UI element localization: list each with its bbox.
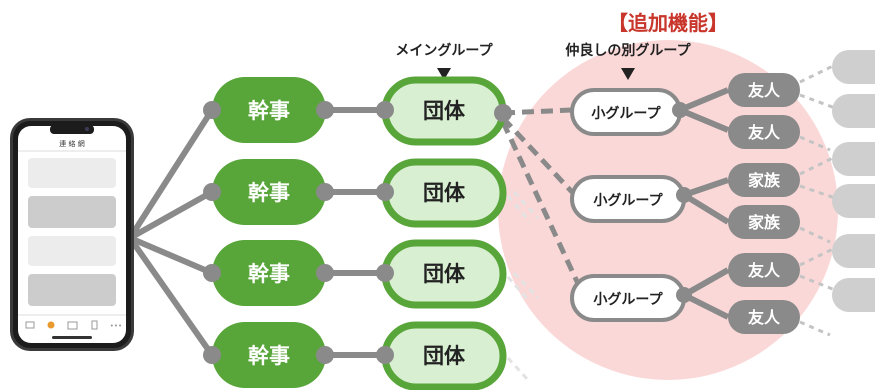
home-indicator [52, 336, 92, 339]
outer-connectors [799, 63, 836, 337]
member-label: 家族 [748, 213, 781, 232]
subgroup-label: 小グループ [591, 105, 661, 122]
leader-label: 幹事 [248, 344, 290, 368]
member-label: 家族 [748, 171, 781, 190]
subgroup-label: 小グループ [593, 291, 663, 308]
group-node: 団体 [376, 76, 512, 146]
feature-tag: 【追加機能】 [608, 11, 728, 35]
group-node: 団体 [376, 321, 507, 390]
phone-notch [50, 125, 94, 134]
message-bubble [28, 196, 116, 228]
friend-group-pointer [621, 68, 635, 80]
faded-stubs [506, 190, 540, 382]
group-label: 団体 [423, 99, 466, 123]
member-node: 友人 [728, 300, 800, 334]
member-node: 友人 [728, 253, 800, 287]
phone-title: 連 絡 網 [59, 139, 84, 148]
subgroup-node: 小グループ [570, 274, 692, 322]
leader-node: 幹事 [203, 159, 334, 225]
member-node: 家族 [728, 205, 800, 239]
group-label: 団体 [423, 181, 466, 205]
main-group-pointer [437, 68, 451, 80]
subgroup-node: 小グループ [570, 175, 692, 223]
calendar-icon[interactable] [67, 321, 78, 330]
chat-icon[interactable] [47, 321, 55, 329]
subgroup-connectors [500, 107, 583, 290]
message-bubble [28, 158, 116, 188]
more-icon[interactable]: ••• [110, 322, 122, 330]
group-label: 団体 [423, 262, 466, 286]
leader-node: 幹事 [203, 240, 334, 306]
group-node: 団体 [376, 158, 507, 228]
phone-connectors [127, 108, 215, 357]
member-label: 友人 [748, 123, 781, 142]
leader-node: 幹事 [203, 77, 334, 143]
leader-label: 幹事 [248, 181, 290, 205]
member-node: 友人 [728, 115, 800, 149]
member-node: 家族 [728, 163, 800, 197]
outer-stubs [832, 50, 875, 312]
member-label: 友人 [748, 308, 781, 327]
message-bubble [28, 274, 116, 306]
leader-group-connectors [325, 107, 385, 358]
leader-label: 幹事 [248, 262, 290, 286]
main-group-label: メイングループ [395, 42, 493, 59]
group-label: 団体 [423, 344, 466, 368]
message-bubble [28, 236, 116, 266]
leader-node: 幹事 [203, 322, 334, 388]
phone-camera [85, 127, 89, 131]
member-label: 友人 [748, 261, 781, 280]
document-icon[interactable] [91, 320, 98, 330]
member-label: 友人 [748, 81, 781, 100]
friend-group-label: 仲良しの別グループ [565, 42, 691, 59]
member-node: 友人 [728, 73, 800, 107]
leader-label: 幹事 [248, 99, 290, 123]
smartphone: 連 絡 網 ••• [10, 118, 134, 351]
group-node: 団体 [376, 239, 507, 309]
subgroup-node: 小グループ [570, 88, 688, 136]
subgroup-label: 小グループ [593, 192, 663, 209]
mail-icon[interactable] [25, 321, 35, 329]
